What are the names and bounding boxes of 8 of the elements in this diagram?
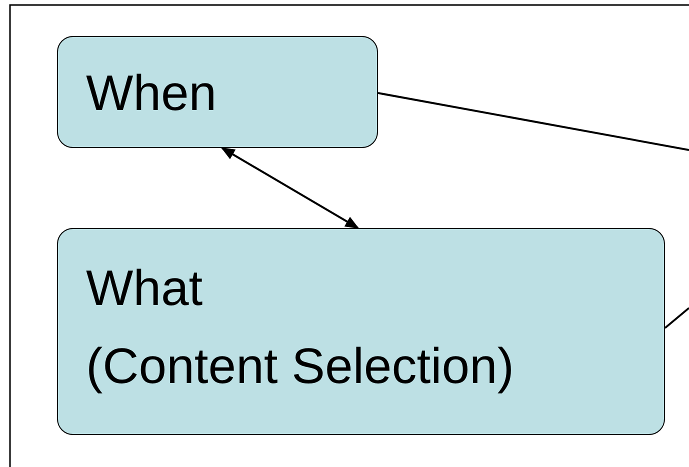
box-label: (Content Selection): [86, 337, 516, 396]
arrow: [220, 147, 360, 229]
box-label: When: [86, 64, 218, 123]
connector-line: [378, 92, 689, 151]
process-box: [57, 36, 378, 148]
connector-line: [664, 307, 689, 329]
box-label: What: [86, 259, 204, 318]
process-box: [57, 228, 665, 435]
